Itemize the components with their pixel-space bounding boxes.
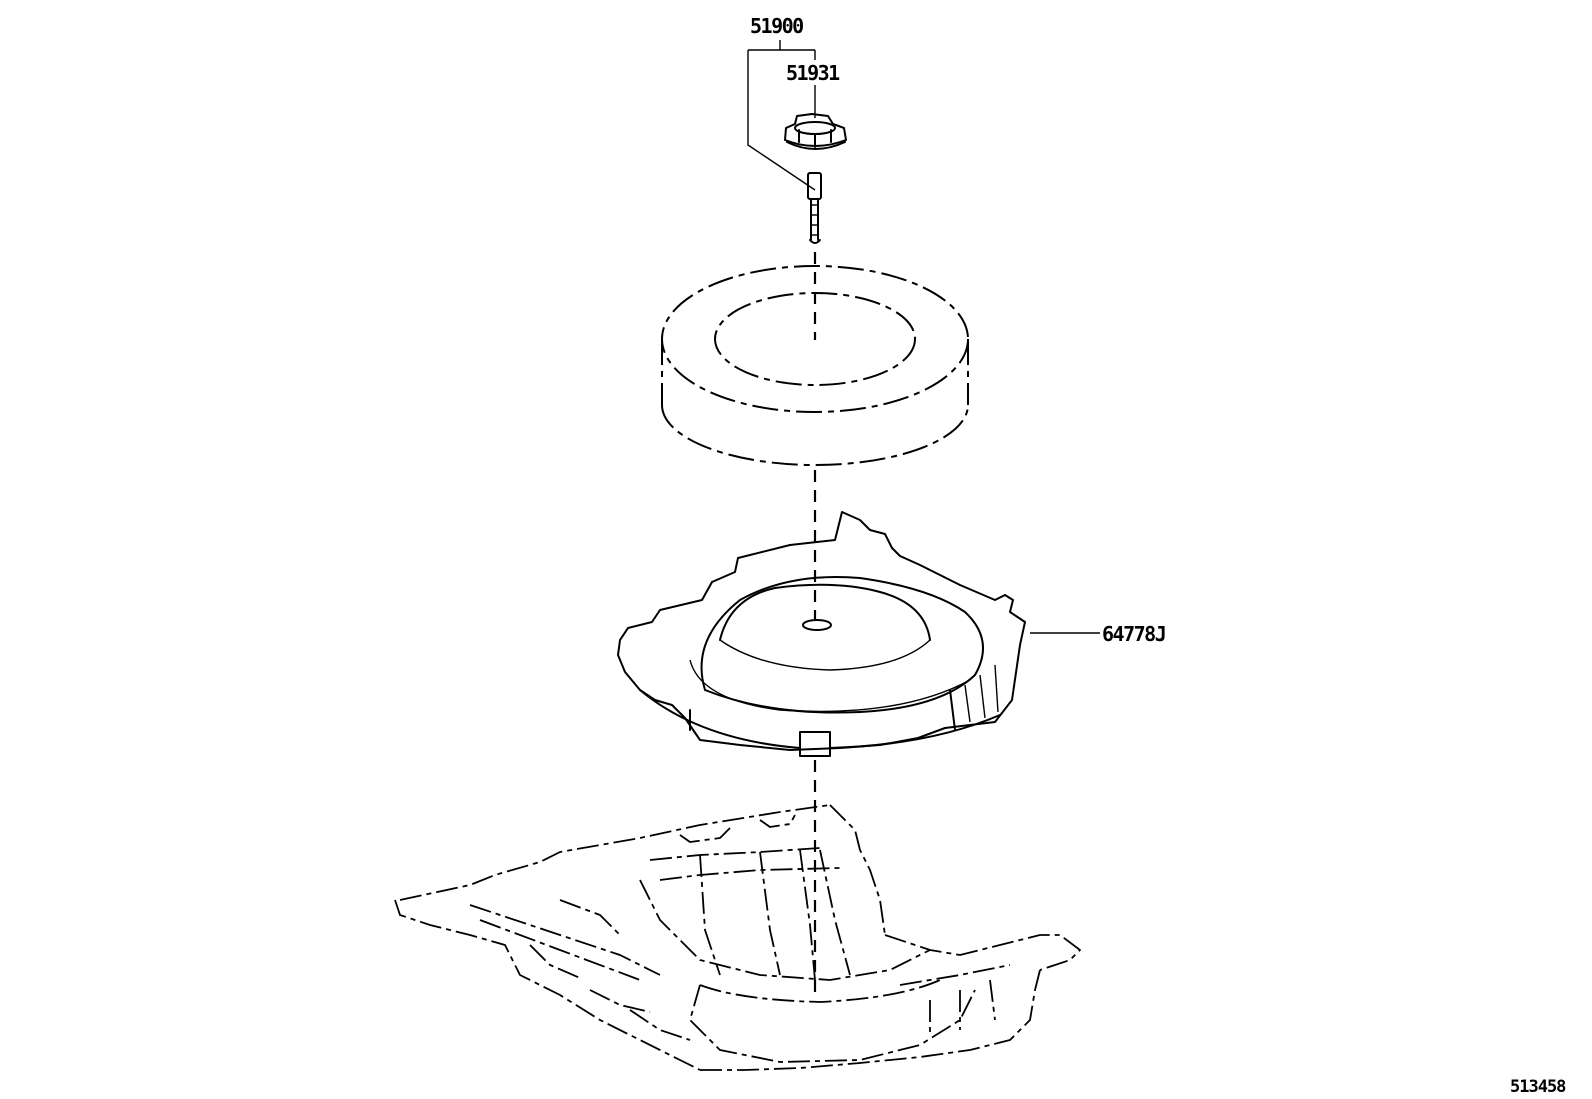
spare-tire-tray (617, 511, 1026, 757)
callout-51931: 51931 (786, 61, 840, 85)
figure-id: 513458 (1510, 1077, 1566, 1097)
spare-wheel-bolt (807, 172, 822, 244)
lock-nut (784, 113, 847, 150)
callout-leaders (747, 40, 1100, 634)
callout-51900: 51900 (750, 14, 803, 38)
callout-64778j: 64778J (1102, 622, 1165, 646)
rear-floor-pan-outline (394, 804, 1081, 1071)
